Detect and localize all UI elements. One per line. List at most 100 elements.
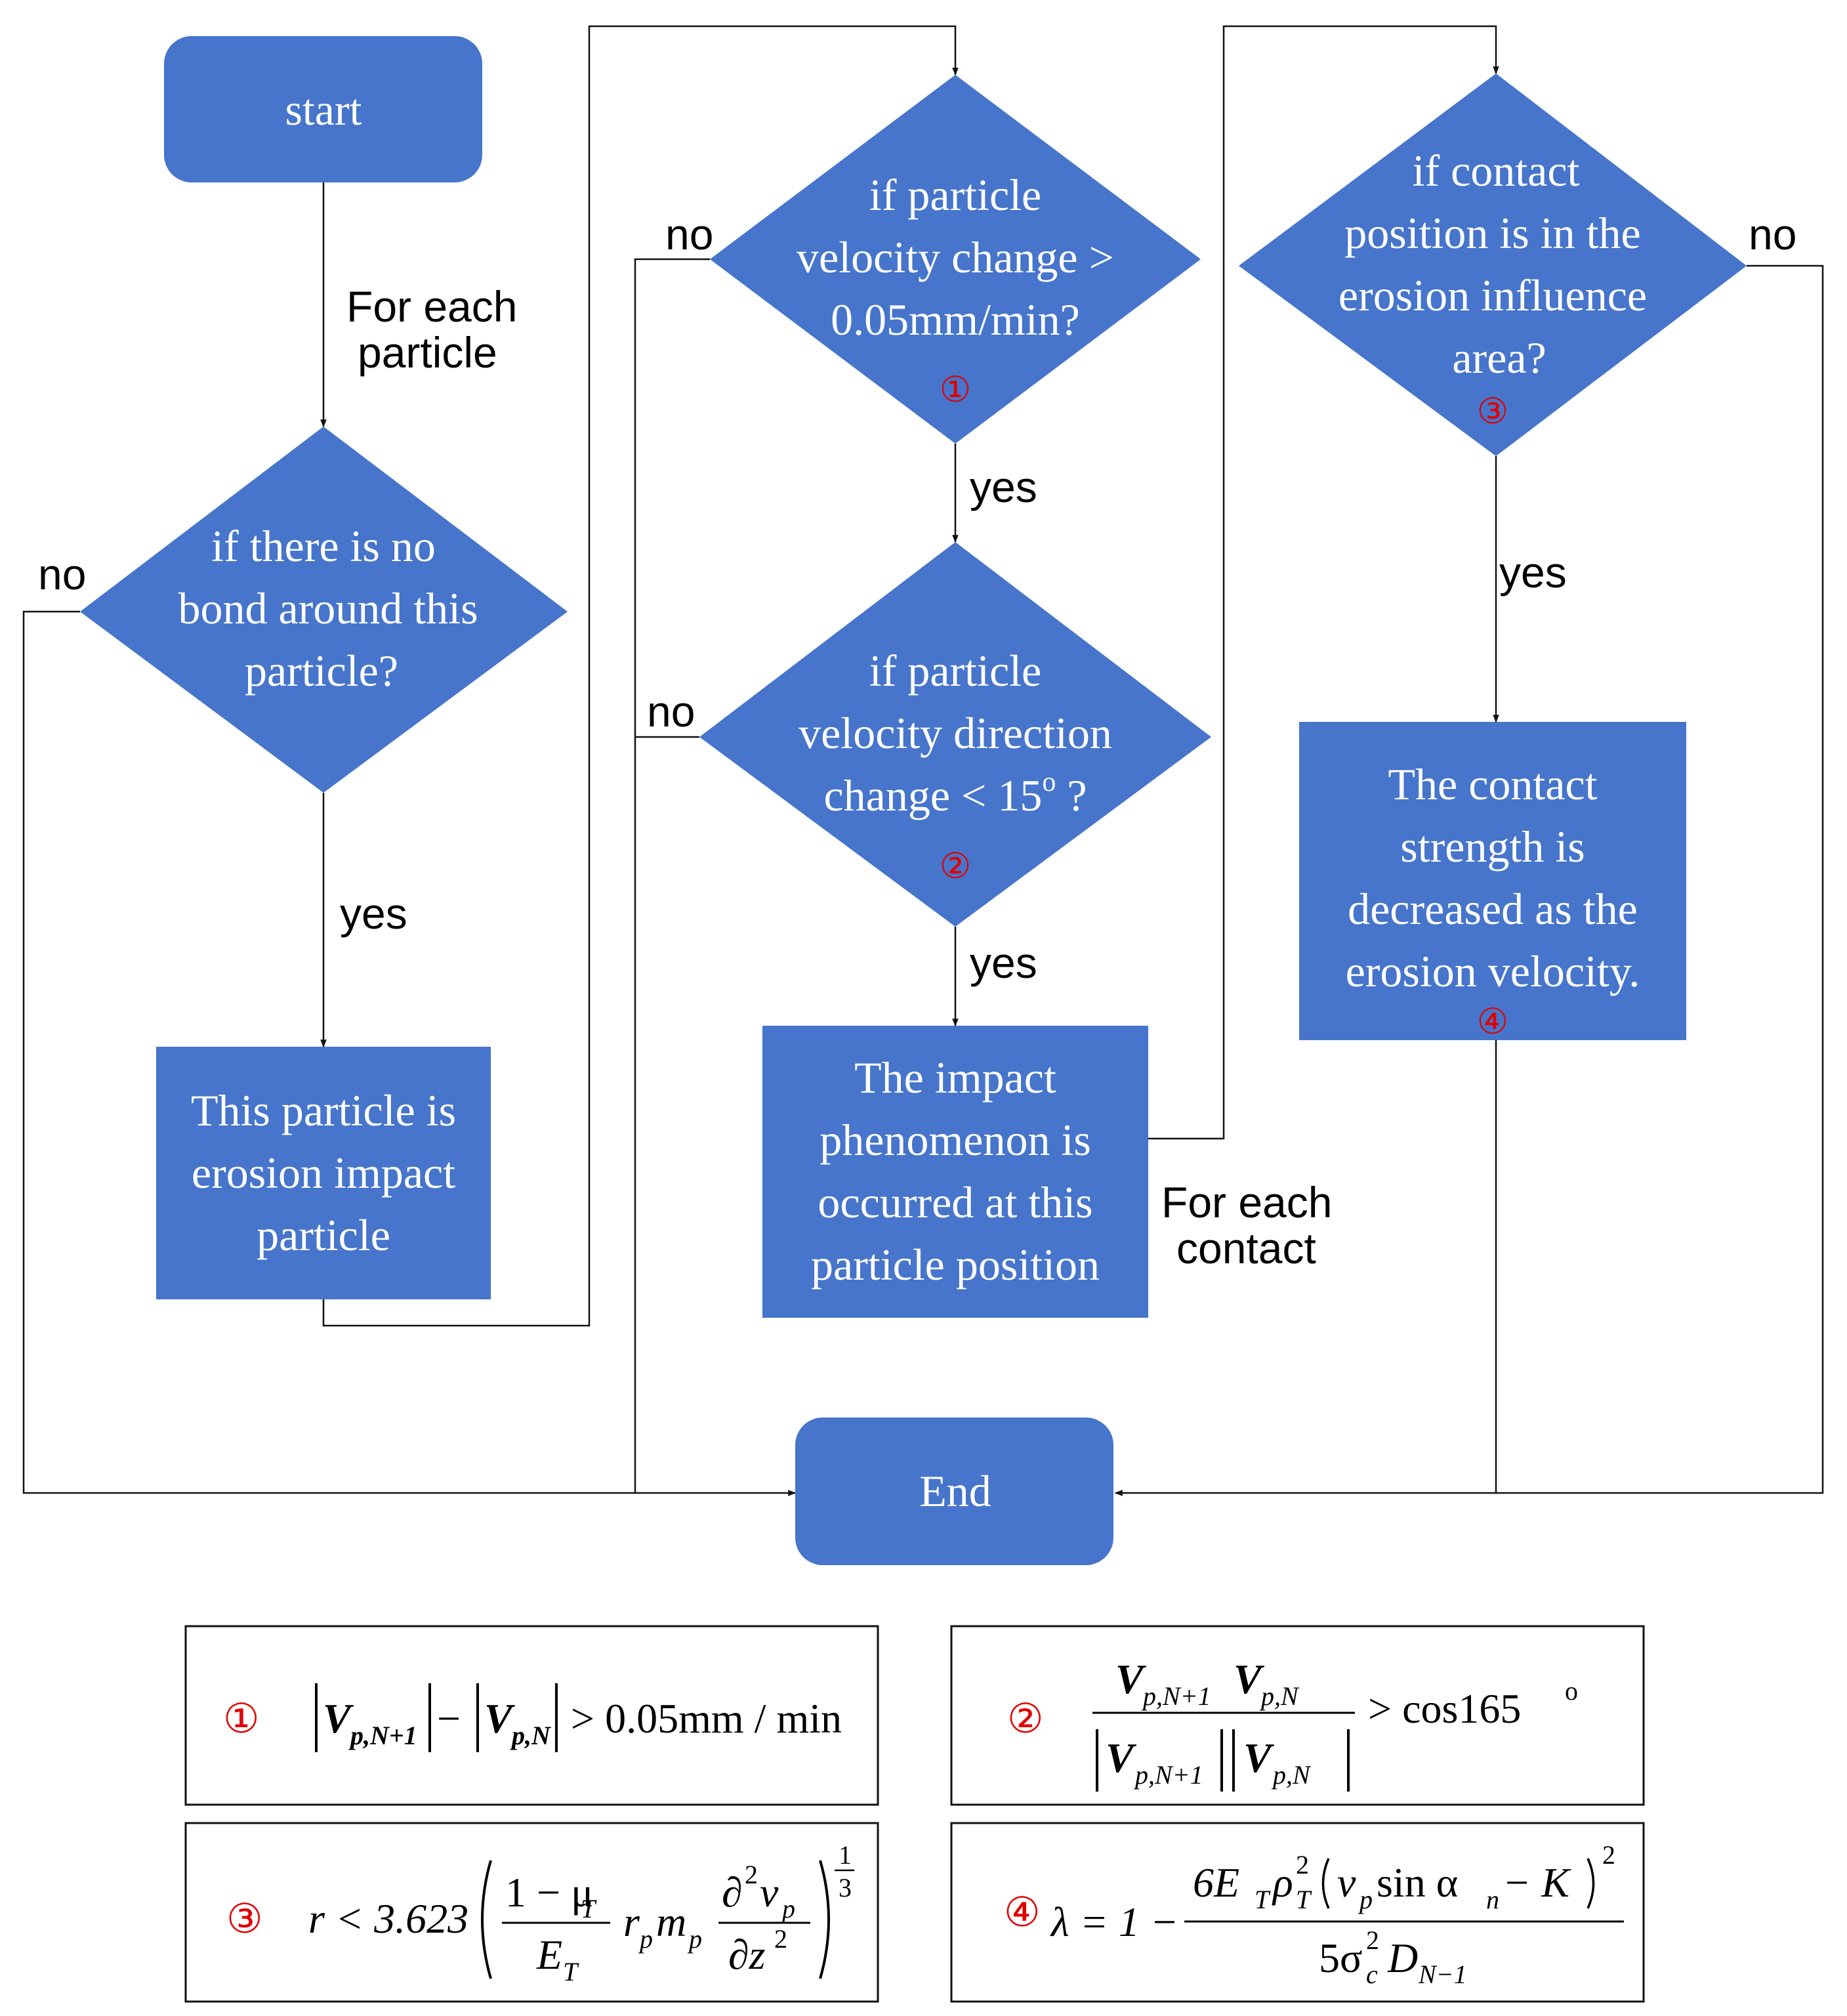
svg-text:p,N: p,N <box>1271 1760 1312 1790</box>
d1-line-1: if there is no <box>211 521 436 571</box>
p3-line-2: strength is <box>1400 822 1585 872</box>
svg-text:T: T <box>563 1957 579 1986</box>
svg-text:p: p <box>1358 1885 1373 1914</box>
svg-text:2: 2 <box>774 1924 787 1954</box>
formula-panel: ① V p,N+1 − V p,N > 0.05mm / min ② V p,N… <box>184 1625 1645 2003</box>
decision-velocity-change[interactable] <box>710 75 1201 444</box>
label-d3-no: no <box>647 687 695 736</box>
formula-3-expression: r < 3.623 1 − μ T E T r p m p ∂ 2 v p ∂z… <box>308 1840 854 1986</box>
svg-text:sin α: sin α <box>1377 1859 1458 1906</box>
formula-4-marker: ④ <box>1004 1888 1041 1936</box>
d1-line-2: bond around this <box>178 583 478 633</box>
svg-text:p,N+1: p,N+1 <box>348 1721 417 1750</box>
process-erosion-impact-particle[interactable] <box>156 1047 491 1299</box>
edge-d2-no <box>634 258 710 1493</box>
svg-text:1 − μ: 1 − μ <box>505 1869 593 1916</box>
svg-text:λ = 1 −: λ = 1 − <box>1050 1899 1178 1945</box>
marker-1: ① <box>940 369 971 410</box>
svg-text:p: p <box>638 1924 653 1954</box>
label-d2-no: no <box>665 210 713 259</box>
label-for-each-particle-1: For each <box>346 282 517 331</box>
decision-no-bond[interactable] <box>80 427 568 793</box>
start-terminal[interactable] <box>164 36 482 182</box>
p1-line-1: This particle is <box>191 1085 456 1135</box>
marker-2: ② <box>940 845 971 887</box>
svg-text:6E: 6E <box>1193 1859 1239 1906</box>
svg-text:T: T <box>581 1894 597 1923</box>
svg-text:D: D <box>1387 1935 1418 1981</box>
svg-text:1: 1 <box>839 1840 852 1870</box>
formula-4-expression: λ = 1 − 6E T ρ 2 T v p sin α n − K 2 5σ … <box>1050 1840 1624 1989</box>
svg-text:−: − <box>437 1695 461 1742</box>
svg-text:− K: − K <box>1503 1859 1571 1906</box>
d3-line-2: velocity direction <box>799 708 1112 758</box>
node-texts: start if there is no bond around this pa… <box>178 85 1647 1516</box>
svg-text:p: p <box>687 1924 702 1954</box>
svg-text:V: V <box>1234 1656 1265 1702</box>
formula-box-1 <box>184 1625 879 1806</box>
edge-p2-to-d4 <box>1148 25 1499 1140</box>
formula-2-marker: ② <box>1007 1694 1044 1742</box>
label-d3-yes: yes <box>970 938 1037 987</box>
svg-text:p,N+1: p,N+1 <box>1141 1681 1211 1711</box>
svg-text:v: v <box>1337 1859 1356 1906</box>
p2-line-4: particle position <box>811 1240 1100 1290</box>
p3-line-4: erosion velocity. <box>1346 946 1640 996</box>
svg-text:V: V <box>1106 1734 1137 1781</box>
p1-line-3: particle <box>257 1210 390 1260</box>
label-d1-yes: yes <box>340 889 407 938</box>
svg-text:r: r <box>623 1899 640 1945</box>
p3-line-3: decreased as the <box>1348 884 1638 934</box>
svg-text:p,N: p,N <box>510 1721 552 1750</box>
process-impact-phenomenon[interactable] <box>762 1026 1148 1318</box>
formula-1-marker: ① <box>223 1694 260 1742</box>
shapes <box>80 36 1747 1565</box>
svg-text:ρ: ρ <box>1272 1859 1293 1906</box>
svg-text:o: o <box>1565 1676 1578 1706</box>
label-d1-no: no <box>38 550 86 598</box>
svg-text:> 0.05mm / min: > 0.05mm / min <box>571 1695 842 1742</box>
edge-d1-no <box>22 610 797 1496</box>
end-terminal[interactable] <box>795 1418 1113 1565</box>
decision-contact-position[interactable] <box>1239 74 1747 456</box>
p3-line-1: The contact <box>1388 759 1597 809</box>
d4-line-2: position is in the <box>1344 208 1640 258</box>
svg-text:2: 2 <box>1602 1840 1615 1870</box>
svg-text:∂z: ∂z <box>728 1931 766 1978</box>
svg-text:V: V <box>323 1695 354 1742</box>
formula-box-3 <box>184 1822 879 2003</box>
formula-box-2 <box>950 1625 1645 1806</box>
label-for-each-particle-2: particle <box>358 328 497 377</box>
svg-text:T: T <box>1296 1885 1312 1914</box>
label-d4-yes: yes <box>1499 548 1567 597</box>
edge-p1-to-d2 <box>322 25 959 1327</box>
svg-text:E: E <box>536 1931 562 1978</box>
decision-velocity-direction[interactable] <box>699 542 1211 927</box>
svg-text:V: V <box>1243 1734 1275 1781</box>
d2-line-1: if particle <box>869 170 1041 220</box>
d4-line-4: area? <box>1452 333 1546 383</box>
svg-text:2: 2 <box>745 1860 758 1889</box>
svg-text:N−1: N−1 <box>1418 1960 1467 1989</box>
label-d2-yes: yes <box>970 463 1037 511</box>
svg-text:V: V <box>484 1695 516 1742</box>
p2-line-1: The impact <box>854 1053 1056 1102</box>
end-label: End <box>919 1466 991 1516</box>
start-label: start <box>285 85 362 135</box>
formula-2-expression: V p,N+1 V p,N V p,N+1 V p,N > cos165 o <box>1092 1656 1578 1792</box>
svg-text:5σ: 5σ <box>1319 1935 1363 1981</box>
marker-3: ③ <box>1477 390 1508 432</box>
d2-line-2: velocity change > <box>797 232 1114 282</box>
svg-text:V: V <box>1115 1656 1147 1702</box>
label-for-each-contact-2: contact <box>1176 1224 1316 1272</box>
label-for-each-contact-1: For each <box>1161 1178 1332 1227</box>
svg-text:n: n <box>1486 1885 1499 1914</box>
svg-text:∂: ∂ <box>722 1869 743 1916</box>
svg-text:p: p <box>780 1894 795 1923</box>
connectors <box>22 25 1824 1496</box>
process-contact-strength[interactable] <box>1299 722 1686 1040</box>
p2-line-3: occurred at this <box>818 1177 1092 1227</box>
d3-line-3: change < 15o ? <box>823 767 1087 820</box>
svg-text:p,N: p,N <box>1259 1681 1300 1711</box>
